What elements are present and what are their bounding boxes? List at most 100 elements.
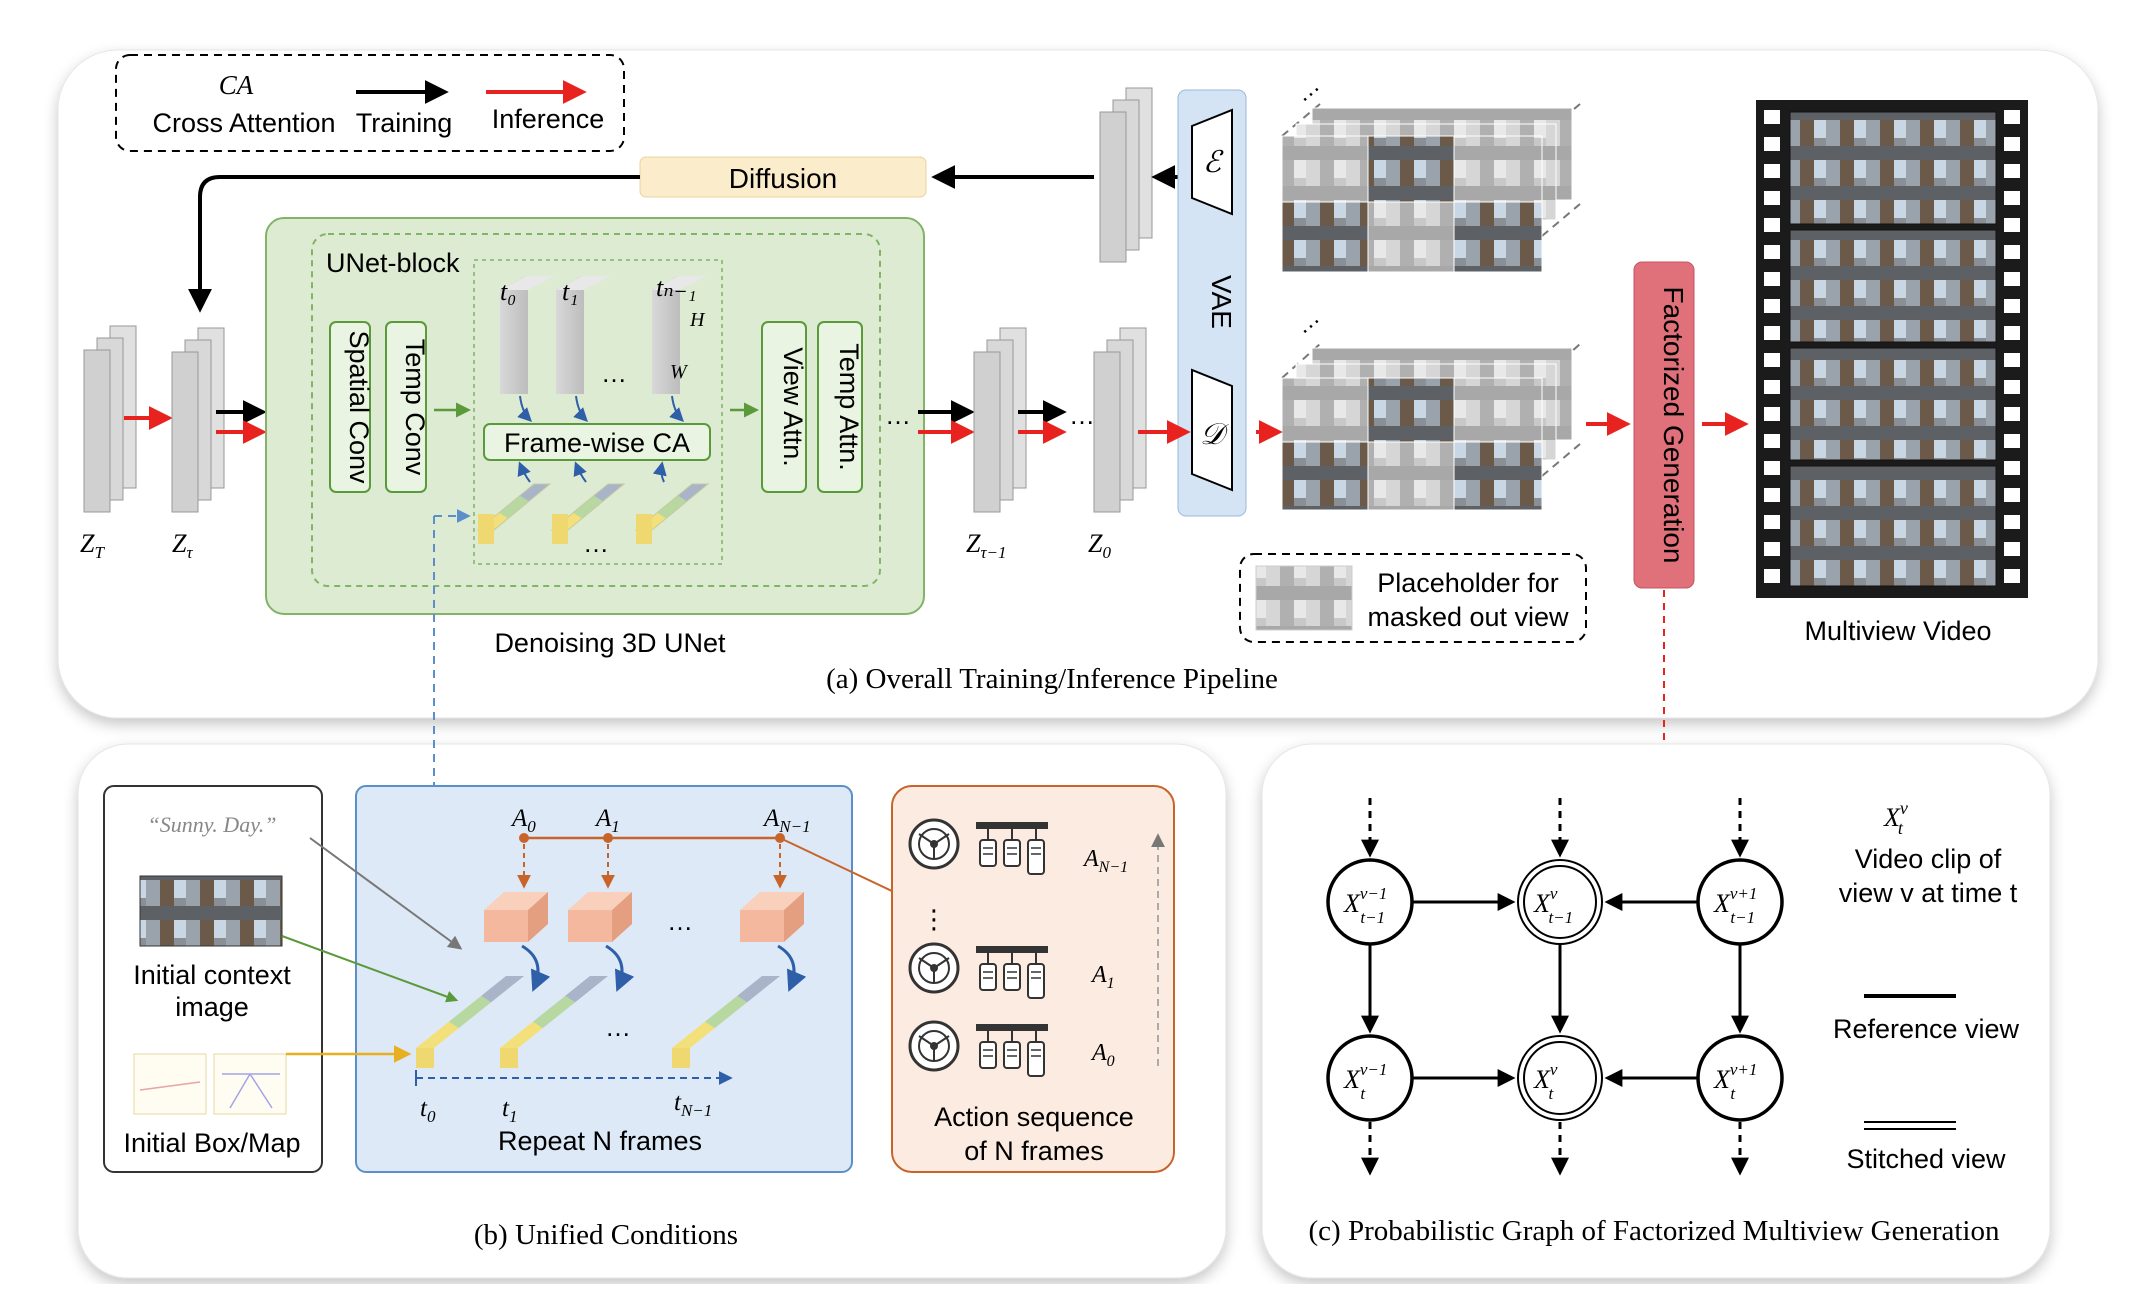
reference-view-label: Reference view (1833, 1014, 2020, 1044)
denoising-unet-box (265, 217, 925, 615)
context-image-line2: image (175, 992, 249, 1022)
z0-ellipsis: … (1069, 400, 1095, 430)
temp-attn-box (817, 321, 863, 493)
diffusion-to-ztau-arrow (188, 175, 640, 313)
action-cubes (484, 892, 804, 942)
seq-aN1: AN−1 (1082, 846, 1128, 876)
legend-inference: Inference (492, 104, 605, 134)
multiview-video-label: Multiview Video (1804, 616, 1991, 646)
frame-ca-region (473, 259, 723, 565)
sprocket-hole (1764, 137, 1780, 151)
seq-a1: A1 (1090, 962, 1115, 992)
action-to-sequence-line (779, 837, 895, 893)
sprocket-hole (1764, 245, 1780, 259)
temp-conv-box (385, 321, 427, 493)
frames-ellipsis: … (601, 358, 627, 388)
spatial-conv-box (329, 321, 371, 493)
cond-t0: t0 (420, 1095, 436, 1126)
legend-ca: CA (219, 70, 254, 100)
caption-b: (b) Unified Conditions (474, 1219, 738, 1251)
encoder-trapezoid (1191, 108, 1233, 216)
sprocket-hole (2004, 515, 2020, 529)
sprocket-hole (1764, 164, 1780, 178)
repeat-label: Repeat N frames (498, 1126, 702, 1156)
dim-W: W (670, 361, 689, 383)
bars-ellipsis: … (605, 1012, 631, 1042)
zT-latent-stack (83, 325, 137, 513)
sprocket-hole (1764, 434, 1780, 448)
ztau-label: Zτ (172, 529, 193, 562)
unet-out-ellipsis: … (885, 400, 911, 430)
decoded-multiview-frames: … (1281, 304, 1581, 511)
sprocket-hole (1764, 272, 1780, 286)
caption-c: (c) Probabilistic Graph of Factorized Mu… (1309, 1215, 2000, 1247)
steering-pedal-icon (908, 1020, 1048, 1077)
encoder-symbol: ℰ (1203, 146, 1224, 179)
sprocket-hole (2004, 218, 2020, 232)
box-map-label: Initial Box/Map (123, 1128, 300, 1158)
sprocket-hole (1764, 218, 1780, 232)
cond-a0: A0 (510, 805, 536, 836)
context-image-line1: Initial context (133, 960, 291, 990)
action-icons (908, 818, 1048, 1077)
zT-label: ZT (80, 529, 105, 562)
sprocket-hole (2004, 353, 2020, 367)
seq-a0: A0 (1090, 1040, 1115, 1070)
sprocket-hole (2004, 380, 2020, 394)
cond-aN1: AN−1 (762, 805, 811, 836)
sprocket-hole (2004, 272, 2020, 286)
sprocket-hole (2004, 461, 2020, 475)
sprocket-hole (1764, 353, 1780, 367)
sprocket-hole (2004, 569, 2020, 583)
temp-conv-label: Temp Conv (400, 339, 430, 476)
placeholder-line1: Placeholder for (1377, 568, 1559, 598)
tokens-ellipsis: … (583, 528, 609, 558)
sprocket-hole (2004, 164, 2020, 178)
cond-t1: t1 (502, 1095, 517, 1126)
cond-a1: A1 (594, 805, 620, 836)
sprocket-hole (1764, 110, 1780, 124)
panel-a: CA Cross Attention Training Inference Di… (57, 49, 2099, 793)
decoder-trapezoid (1191, 368, 1233, 492)
sprocket-hole (1764, 407, 1780, 421)
context-image-arrow (281, 935, 459, 1003)
steering-pedal-icon (908, 818, 1048, 875)
ztau-latent-stack (171, 327, 225, 513)
sprocket-hole (1764, 299, 1780, 313)
context-image-thumb (139, 875, 283, 947)
unet-block-label: UNet-block (326, 248, 460, 278)
placeholder-swatch (1255, 565, 1353, 631)
legend-training: Training (356, 108, 453, 138)
sprocket-hole (2004, 191, 2020, 205)
sprocket-hole (2004, 299, 2020, 313)
graph-legend-desc2: view v at time t (1839, 878, 2018, 908)
frame-t0: t₀ (500, 277, 516, 306)
sprocket-hole (2004, 110, 2020, 124)
sprocket-hole (1764, 542, 1780, 556)
panel-b: “Sunny. Day.” Initial context image Init… (77, 509, 1227, 1279)
placeholder-line2: masked out view (1367, 602, 1569, 632)
action-cubes-ellipsis: … (667, 906, 693, 936)
placeholder-legend: Placeholder for masked out view (1239, 553, 1587, 643)
sprocket-hole (2004, 137, 2020, 151)
sprocket-hole (1764, 515, 1780, 529)
factorized-box (1633, 261, 1695, 589)
frame-ca-box (483, 423, 711, 461)
cond-tN1: tN−1 (674, 1089, 712, 1120)
frame-feature-blocks (500, 276, 706, 394)
sprocket-hole (2004, 488, 2020, 502)
caption-a: (a) Overall Training/Inference Pipeline (826, 663, 1278, 695)
sprocket-hole (2004, 326, 2020, 340)
text-prompt-arrow (309, 837, 463, 950)
sprocket-hole (2004, 434, 2020, 448)
sprocket-hole (1764, 461, 1780, 475)
film-sprockets (1764, 110, 2020, 583)
